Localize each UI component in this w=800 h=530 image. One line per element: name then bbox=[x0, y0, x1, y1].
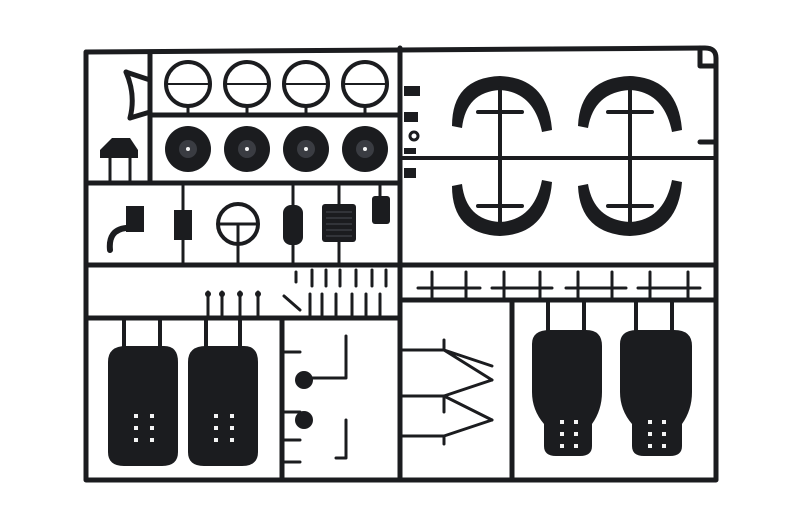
lamp-ring bbox=[164, 60, 212, 117]
shield-part bbox=[283, 181, 303, 267]
lamp-ring bbox=[341, 60, 389, 117]
pin-cluster-left bbox=[205, 290, 261, 320]
sprue-frame bbox=[83, 45, 719, 483]
fender-set-right bbox=[578, 76, 682, 236]
pin-cluster-right bbox=[282, 292, 382, 320]
tripod-parts bbox=[398, 338, 494, 446]
tiny-parts-column bbox=[404, 86, 420, 178]
seat-right-1 bbox=[532, 298, 602, 456]
wheel bbox=[165, 126, 211, 172]
handle-part bbox=[123, 69, 153, 121]
mirror-part bbox=[372, 181, 390, 224]
lamp-rings bbox=[164, 60, 389, 117]
fender-set-left bbox=[452, 76, 552, 236]
lever-parts bbox=[280, 334, 348, 464]
seat-cushion-small bbox=[100, 138, 138, 185]
wheel bbox=[283, 126, 329, 172]
wheels bbox=[165, 126, 388, 172]
wheel bbox=[342, 126, 388, 172]
seat-left-1 bbox=[108, 316, 178, 466]
bracket-part bbox=[174, 181, 192, 267]
wheel bbox=[224, 126, 270, 172]
seat-left-2 bbox=[188, 316, 258, 466]
rod-parts-row bbox=[416, 270, 702, 300]
seat-right-2 bbox=[620, 298, 692, 456]
pipe-part bbox=[106, 206, 144, 253]
small-pins-row bbox=[294, 268, 388, 288]
lamp-ring bbox=[282, 60, 330, 117]
steering-wheel bbox=[216, 202, 260, 267]
radiator-grille bbox=[322, 181, 356, 267]
control-parts-row bbox=[106, 181, 390, 267]
lamp-ring bbox=[223, 60, 271, 117]
